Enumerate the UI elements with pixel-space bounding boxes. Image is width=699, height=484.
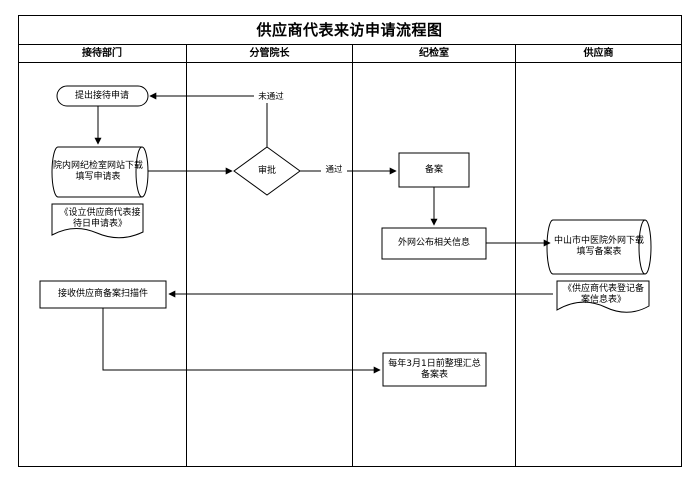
pool-frame bbox=[18, 15, 682, 467]
submit-terminator bbox=[56, 85, 149, 107]
approve-decision-diamond bbox=[233, 146, 301, 196]
supplier-download-storage-shape bbox=[546, 219, 652, 275]
publish-external-box bbox=[381, 227, 487, 260]
edge-approve-rejected bbox=[149, 92, 268, 147]
file-record-box bbox=[398, 152, 470, 188]
internal-form-document-shape bbox=[51, 203, 144, 239]
web-form-storage-shape bbox=[51, 146, 149, 198]
annual-summary-box bbox=[382, 352, 487, 387]
edge-receive-to-summary bbox=[102, 308, 381, 374]
receive-scan-box bbox=[39, 280, 167, 309]
supplier-form-document-shape bbox=[556, 280, 650, 313]
